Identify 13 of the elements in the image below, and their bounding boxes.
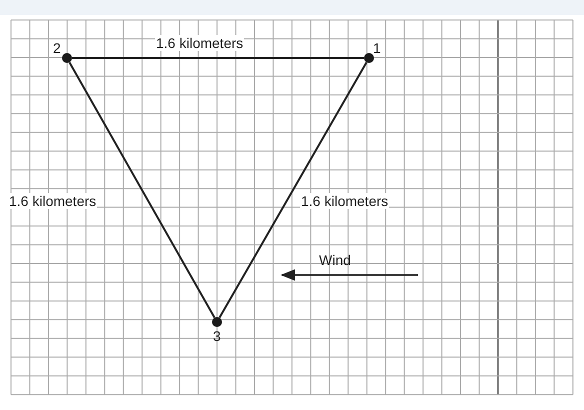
edge-label: 1.6 kilometers — [155, 35, 244, 51]
point-number: 2 — [53, 40, 61, 56]
point-dot — [364, 53, 374, 63]
point-number: 1 — [373, 40, 381, 56]
wind-label: Wind — [319, 252, 351, 268]
triangle-side — [218, 62, 368, 318]
point-number: 3 — [213, 328, 221, 344]
triangle-side — [72, 57, 364, 59]
triangle-side — [68, 62, 216, 318]
edge-label: 1.6 kilometers — [300, 193, 390, 209]
point-dot — [212, 317, 222, 327]
edge-label: 1.6 kilometers — [8, 193, 98, 209]
point-dot — [62, 53, 72, 63]
